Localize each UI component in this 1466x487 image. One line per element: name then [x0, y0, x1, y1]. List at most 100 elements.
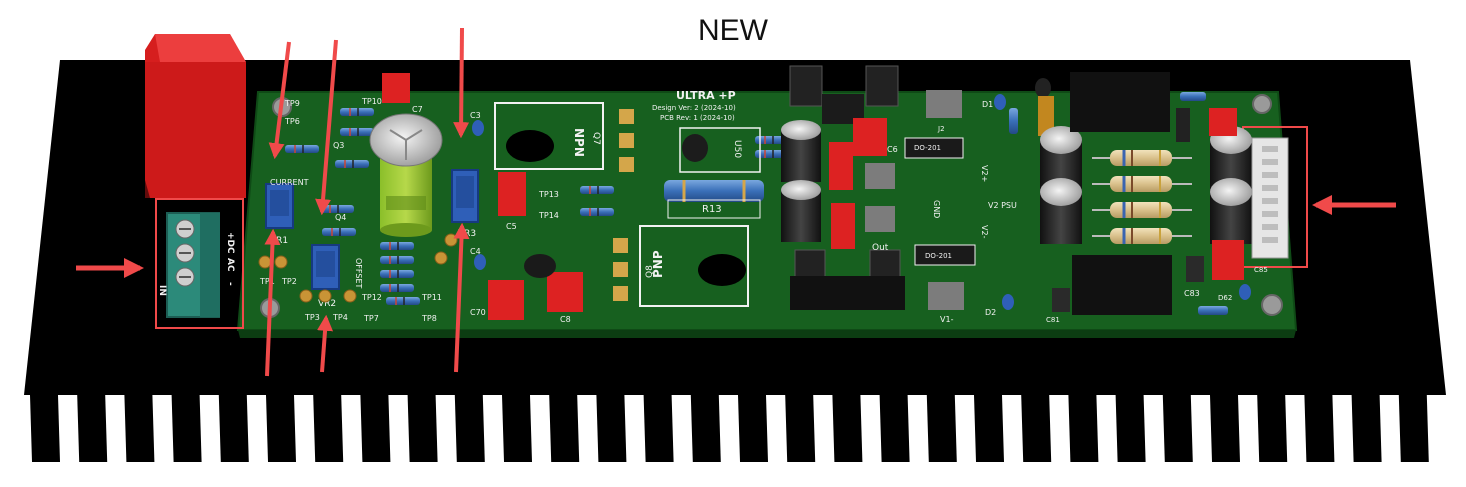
label-tp2: TP2	[281, 277, 297, 286]
label-q7: Q7	[591, 132, 601, 145]
arrow-top-1	[268, 41, 291, 160]
label-do201-b: DO-201	[925, 252, 952, 260]
small-resistor	[340, 128, 374, 136]
heatsink-fin	[1162, 395, 1193, 462]
board-name: ULTRA +P	[676, 89, 736, 102]
power-resistor	[1110, 150, 1172, 166]
test-point	[274, 255, 288, 269]
connector-pin	[1262, 211, 1278, 217]
test-point	[318, 289, 332, 303]
heatsink-fin	[1068, 395, 1099, 462]
label-c5: C5	[506, 222, 517, 231]
label-c4: C4	[470, 247, 481, 256]
test-point	[444, 233, 458, 247]
heatsink-fin	[974, 395, 1004, 462]
cap-c70	[488, 280, 524, 320]
test-point	[434, 251, 448, 265]
small-resistor	[380, 256, 414, 264]
test-point	[343, 289, 357, 303]
heatsink-fin	[1398, 395, 1429, 462]
cap-c5	[498, 172, 526, 216]
arrow-bottom-2	[317, 314, 334, 373]
small-resistor	[322, 228, 356, 236]
label-v2psu: V2 PSU	[988, 201, 1017, 210]
label-tp6: TP6	[284, 117, 300, 126]
footprint-npn-q7: NPN Q7	[494, 102, 634, 172]
heatsink-fin	[690, 395, 721, 462]
heatsink-fin	[502, 395, 532, 462]
terminal-label-ac: AC	[225, 258, 235, 272]
label-c83: C83	[1184, 289, 1200, 298]
label-d62: D62	[1218, 294, 1232, 302]
small-resistor	[380, 270, 414, 278]
label-tp8: TP8	[421, 314, 437, 323]
connector-pin	[1262, 159, 1278, 165]
label-tp9: TP9	[284, 99, 300, 108]
heatsink-fin	[124, 395, 155, 462]
regulator-u50: U50	[679, 127, 761, 173]
heatsink-fin	[360, 395, 391, 462]
heatsink-fin	[313, 395, 344, 462]
power-section: C6 Out J2 V1- DO-201 DO-201 GND D1 D2 V2…	[781, 65, 1289, 324]
heatsink-fin	[1351, 395, 1382, 462]
test-point	[258, 255, 272, 269]
heatsink-fin	[926, 395, 957, 462]
footprint-pnp-q8: PNP Q8	[524, 225, 749, 307]
label-vr2: VR2	[318, 299, 336, 309]
label-tp14: TP14	[538, 211, 559, 220]
label-r13: R13	[702, 204, 722, 215]
heatsink-fin	[407, 395, 438, 462]
label-v2plus: V2+	[980, 165, 989, 182]
small-blue-cap-2	[474, 254, 486, 270]
label-tp1: TP1	[259, 277, 275, 286]
label-npn: NPN	[572, 128, 586, 157]
connector-pin	[1262, 237, 1278, 243]
highlight-box-input-terminal	[155, 198, 244, 329]
terminal-label-dc: +DC	[225, 232, 235, 254]
heatsink-fins	[30, 395, 1429, 462]
label-c70: C70	[470, 308, 486, 317]
label-q4: Q4	[335, 213, 346, 222]
heatsink-fin	[596, 395, 627, 462]
small-resistor	[755, 150, 789, 158]
label-tp7: TP7	[363, 314, 379, 323]
label-tp10: TP10	[361, 97, 382, 106]
label-c8: C8	[560, 315, 571, 324]
resistor-r13: R13	[664, 180, 764, 219]
heatsink-fin	[77, 395, 108, 462]
label-tp12: TP12	[361, 293, 382, 302]
terminal-label-minus: -	[225, 282, 235, 286]
arrow-bottom-3	[453, 222, 470, 373]
test-point	[299, 289, 313, 303]
label-out: Out	[872, 243, 889, 253]
label-j2: J2	[937, 125, 945, 133]
label-tp13: TP13	[538, 190, 559, 199]
label-c85: C85	[1254, 266, 1268, 274]
label-gnd: GND	[932, 200, 941, 218]
label-v1minus: V1-	[940, 315, 954, 324]
label-c6: C6	[887, 145, 898, 154]
heatsink-fin	[218, 395, 249, 462]
label-v2minus: V2-	[980, 225, 989, 239]
heatsink-fin	[171, 395, 202, 462]
screw-terminal: +DC AC - IN	[157, 212, 235, 318]
small-resistor	[580, 186, 614, 194]
electrolytic-capacitor-green	[369, 113, 443, 237]
label-tp3: TP3	[304, 313, 320, 322]
label-q3: Q3	[333, 141, 344, 150]
heatsink-fin	[549, 395, 580, 462]
small-resistor	[580, 208, 614, 216]
label-do201-a: DO-201	[914, 144, 941, 152]
arrow-top-3	[453, 27, 470, 139]
power-resistor	[1110, 176, 1172, 192]
heatsink-fin	[643, 395, 674, 462]
label-u50: U50	[732, 140, 742, 158]
label-c7: C7	[412, 105, 423, 114]
heatsink-fin	[1304, 395, 1335, 462]
terminal-label-in: IN	[157, 285, 167, 296]
connector-pin	[1262, 172, 1278, 178]
heatsink-fin	[30, 395, 60, 462]
small-resistor	[380, 284, 414, 292]
arrow-top-2	[315, 39, 338, 216]
